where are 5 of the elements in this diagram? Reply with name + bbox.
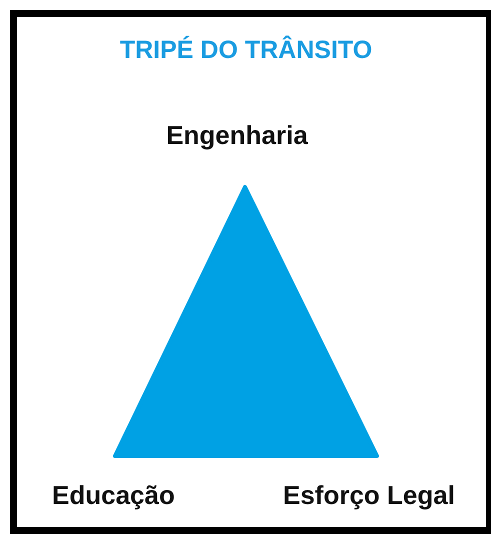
vertex-label: Engenharia (166, 120, 308, 151)
vertex-label: Educação (52, 480, 175, 511)
vertex-label: Esforço Legal (283, 480, 455, 511)
title: TRIPÉ DO TRÂNSITO (120, 36, 372, 65)
triangle-shape (113, 185, 379, 458)
